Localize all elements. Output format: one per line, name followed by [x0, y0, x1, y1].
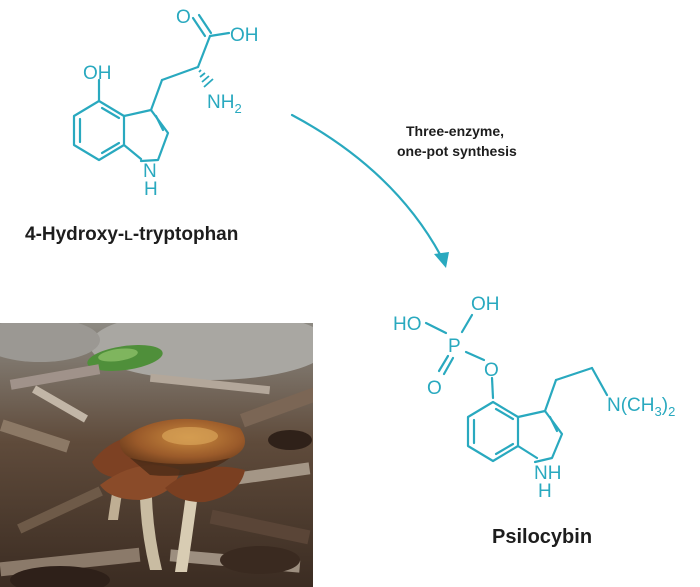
- reaction-label-line2: one-pot synthesis: [397, 143, 517, 159]
- tryptophan-indole-n-label: N: [143, 161, 157, 182]
- tryptophan-amine-label: NH2: [207, 92, 242, 116]
- psilocybin-double-o-label: O: [427, 378, 442, 399]
- tryptophan-pyrrole-ring: [122, 108, 170, 163]
- reactant-name: 4-Hydroxy-L-tryptophan: [25, 224, 238, 245]
- mushroom-photo: [0, 323, 313, 587]
- stereo-hash-bond: [198, 69, 214, 88]
- tryptophan-acid-oh-label: OH: [230, 25, 259, 46]
- psilocybin-indole-nh-label: NH: [534, 463, 561, 484]
- psilocybin-oh-label: OH: [471, 294, 500, 315]
- psilocybin-structure: HO OH P O O N(CH3)2 NH H: [393, 294, 675, 502]
- reaction-label-line1: Three-enzyme,: [406, 123, 504, 139]
- reaction-arrow: [290, 113, 444, 260]
- tryptophan-structure: OH O OH NH2 N H: [72, 7, 259, 200]
- tryptophan-hydroxyl-label: OH: [83, 63, 112, 84]
- psilocybin-phosphorus-label: P: [448, 336, 461, 357]
- psilocybin-ho-label: HO: [393, 314, 422, 335]
- tryptophan-carbonyl-o-label: O: [176, 7, 191, 28]
- psilocybin-amine-label: N(CH3)2: [607, 395, 675, 419]
- psilocybin-ester-o-label: O: [484, 360, 499, 381]
- psilocybin-indole-h-label: H: [538, 481, 552, 502]
- psilocybin-benzene-ring: [466, 400, 520, 463]
- tryptophan-indole-h-label: H: [144, 179, 158, 200]
- reaction-arrow-head: [434, 252, 449, 268]
- psilocybin-pyrrole-ring: [516, 409, 564, 464]
- product-name: Psilocybin: [492, 526, 592, 548]
- tryptophan-benzene-ring: [72, 99, 126, 162]
